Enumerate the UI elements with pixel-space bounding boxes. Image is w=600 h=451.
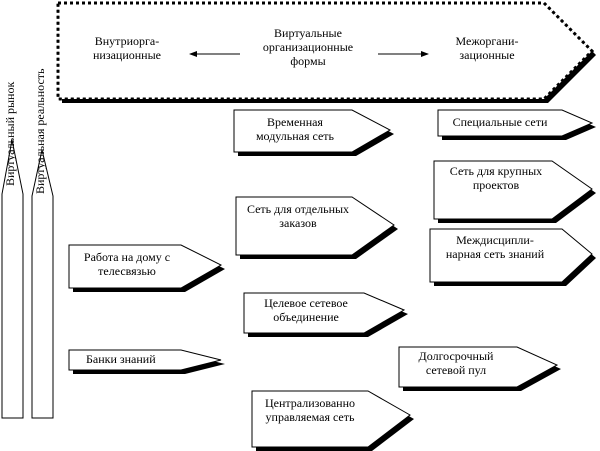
box-target-network: [243, 292, 406, 334]
pillar-virtual-reality: [31, 149, 54, 419]
header-intra-label: Внутриорга- низационные: [93, 34, 161, 62]
pillar-virtual-market: [1, 139, 24, 419]
header-arrow-dots: [56, 1, 595, 101]
box-large-projects: [433, 160, 593, 220]
form-label-home-work: Работа на дому с телесвязью: [83, 250, 171, 278]
form-label-knowledge-banks: Банки знаний: [86, 352, 156, 366]
box-interdisciplinary: [429, 228, 593, 283]
box-centralized: [251, 390, 411, 448]
form-label-centralized: Централизованно управляемая сеть: [265, 396, 355, 424]
header-center-label: Виртуальные организационные формы: [262, 26, 354, 68]
form-label-temp-modular: Временная модульная сеть: [255, 115, 335, 143]
form-label-large-projects: Сеть для крупных проектов: [449, 164, 543, 192]
pillar-virtual-reality-label: Виртуальная реальность: [33, 68, 47, 194]
form-label-special-nets: Специальные сети: [452, 115, 548, 129]
box-single-orders: [235, 196, 395, 256]
form-boxes: [68, 109, 596, 451]
box-special-nets: [437, 109, 594, 137]
form-label-interdisciplinary: Междисципли- нарная сеть знаний: [445, 233, 545, 261]
box-longterm-pool: [398, 346, 559, 388]
form-label-target-network: Целевое сетевое объединение: [264, 296, 348, 324]
pillar-virtual-market-label: Виртуальный рынок: [3, 81, 17, 186]
form-label-single-orders: Сеть для отдельных заказов: [246, 202, 350, 230]
box-home-work: [68, 244, 223, 289]
box-knowledge-banks: [68, 349, 222, 371]
header-inter-label: Межоргани- зационные: [455, 34, 519, 62]
box-temp-modular: [233, 109, 392, 153]
form-label-longterm-pool: Долгосрочный сетевой пул: [418, 349, 494, 377]
